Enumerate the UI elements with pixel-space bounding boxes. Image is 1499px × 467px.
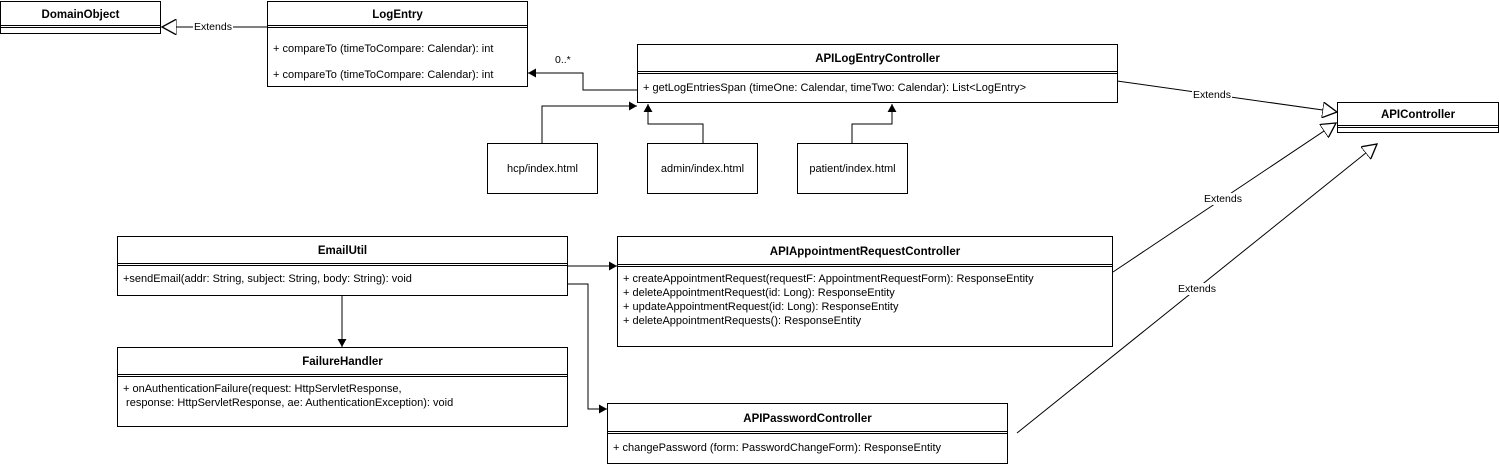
page-patient-index[interactable]: patient/index.html [797,143,908,194]
page-hcp-index[interactable]: hcp/index.html [487,143,598,194]
method: + createAppointmentRequest(requestF: App… [623,273,1034,285]
method: + updateAppointmentRequest(id: Long): Re… [623,301,899,313]
method: +sendEmail(addr: String, subject: String… [123,273,412,285]
edge-hcp-to-logentrycontroller [541,101,637,143]
extends-label-appointmentcontroller: Extends [1203,193,1243,205]
page-admin-index[interactable]: admin/index.html [647,143,758,194]
class-methods: + getLogEntriesSpan (timeOne: Calendar, … [638,74,1117,97]
method: + compareTo (timeToCompare: Calendar): i… [273,69,494,81]
multiplicity-label: 0..* [554,54,572,66]
class-domainobject[interactable]: DomainObject [0,1,161,34]
class-name: EmailUtil [118,237,567,266]
class-name: APILogEntryController [638,45,1117,74]
class-name: LogEntry [268,2,527,28]
class-methods: + compareTo (timeToCompare: Calendar): i… [268,28,527,90]
edge-patient-to-logentrycontroller [851,104,897,143]
method: + compareTo (timeToCompare: Calendar): i… [273,43,494,55]
method: + changePassword (form: PasswordChangeFo… [613,442,942,454]
extends-label-passwordcontroller: Extends [1177,283,1217,295]
class-emailutil[interactable]: EmailUtil +sendEmail(addr: String, subje… [117,236,568,296]
class-name: APIController [1338,103,1498,128]
method: + deleteAppointmentRequests(): ResponseE… [623,315,862,327]
class-methods: + changePassword (form: PasswordChangeFo… [608,434,1007,457]
edge-emailutil-to-passwordcontroller [567,283,607,414]
class-apicontroller[interactable]: APIController [1337,102,1499,133]
edge-admin-to-logentrycontroller [643,104,704,143]
page-label: admin/index.html [660,162,745,175]
class-failurehandler[interactable]: FailureHandler + onAuthenticationFailure… [117,347,568,427]
extends-label-logentry: Extends [193,21,233,33]
method: + deleteAppointmentRequest(id: Long): Re… [623,287,895,299]
page-label: patient/index.html [809,162,896,175]
class-apipasswordcontroller[interactable]: APIPasswordController + changePassword (… [607,403,1008,464]
class-name: APIPasswordController [608,404,1007,434]
class-name: FailureHandler [118,348,567,377]
method: + onAuthenticationFailure(request: HttpS… [123,383,402,395]
class-methods: + createAppointmentRequest(requestF: App… [618,267,1112,330]
class-methods: + onAuthenticationFailure(request: HttpS… [118,377,567,412]
class-methods: +sendEmail(addr: String, subject: String… [118,266,567,288]
class-name: APIAppointmentRequestController [618,237,1112,267]
class-logentry[interactable]: LogEntry + compareTo (timeToCompare: Cal… [267,1,528,87]
class-apiappointmentrequestcontroller[interactable]: APIAppointmentRequestController + create… [617,236,1113,347]
page-label: hcp/index.html [507,162,578,175]
edge-logentrycontroller-to-logentry [528,68,637,91]
method: + getLogEntriesSpan (timeOne: Calendar, … [643,82,1027,94]
class-apilogentrycontroller[interactable]: APILogEntryController + getLogEntriesSpa… [637,44,1118,103]
method: response: HttpServletResponse, ae: Authe… [123,397,454,409]
class-name: DomainObject [1,2,160,28]
extends-label-logentrycontroller: Extends [1192,89,1232,101]
